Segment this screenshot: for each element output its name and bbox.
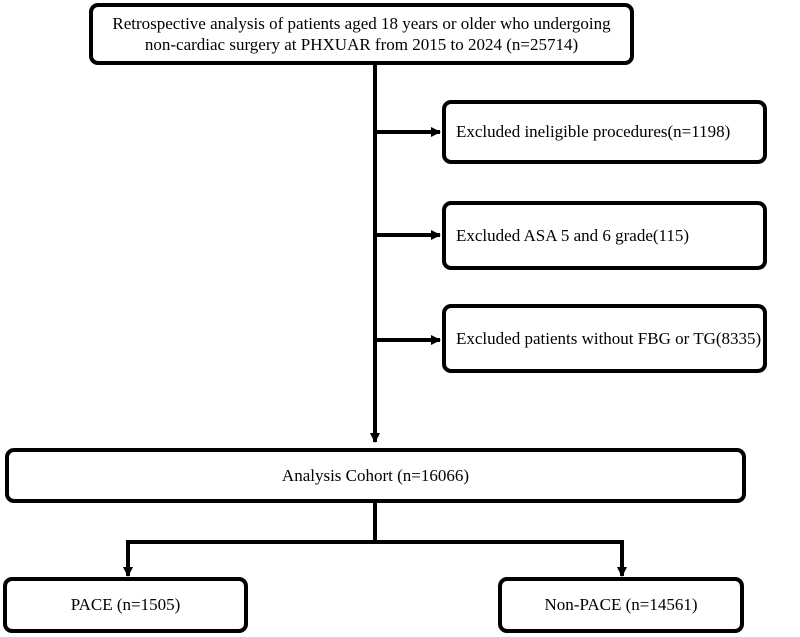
pace-group-label: PACE (n=1505) — [70, 595, 181, 615]
exclusion-label-3: Excluded patients without FBG or TG(8335… — [456, 328, 762, 348]
exclusion-label-2: Excluded ASA 5 and 6 grade(115) — [456, 225, 690, 245]
exclusion-box-3: Excluded patients without FBG or TG(8335… — [442, 304, 767, 373]
start-box-text: Retrospective analysis of patients aged … — [112, 13, 610, 56]
analysis-cohort-label: Analysis Cohort (n=16066) — [281, 465, 470, 485]
non-pace-group-box: Non-PACE (n=14561) — [498, 577, 744, 633]
start-box-line-2: non-cardiac surgery at PHXUAR from 2015 … — [144, 35, 579, 54]
pace-group-box: PACE (n=1505) — [3, 577, 248, 633]
exclusion-box-1: Excluded ineligible procedures(n=1198) — [442, 100, 767, 164]
analysis-cohort-box: Analysis Cohort (n=16066) — [5, 448, 746, 503]
exclusion-label-1: Excluded ineligible procedures(n=1198) — [456, 122, 731, 142]
start-box-line-1: Retrospective analysis of patients aged … — [112, 13, 611, 33]
start-box: Retrospective analysis of patients aged … — [89, 3, 634, 65]
non-pace-group-label: Non-PACE (n=14561) — [544, 595, 698, 615]
exclusion-box-2: Excluded ASA 5 and 6 grade(115) — [442, 201, 767, 270]
